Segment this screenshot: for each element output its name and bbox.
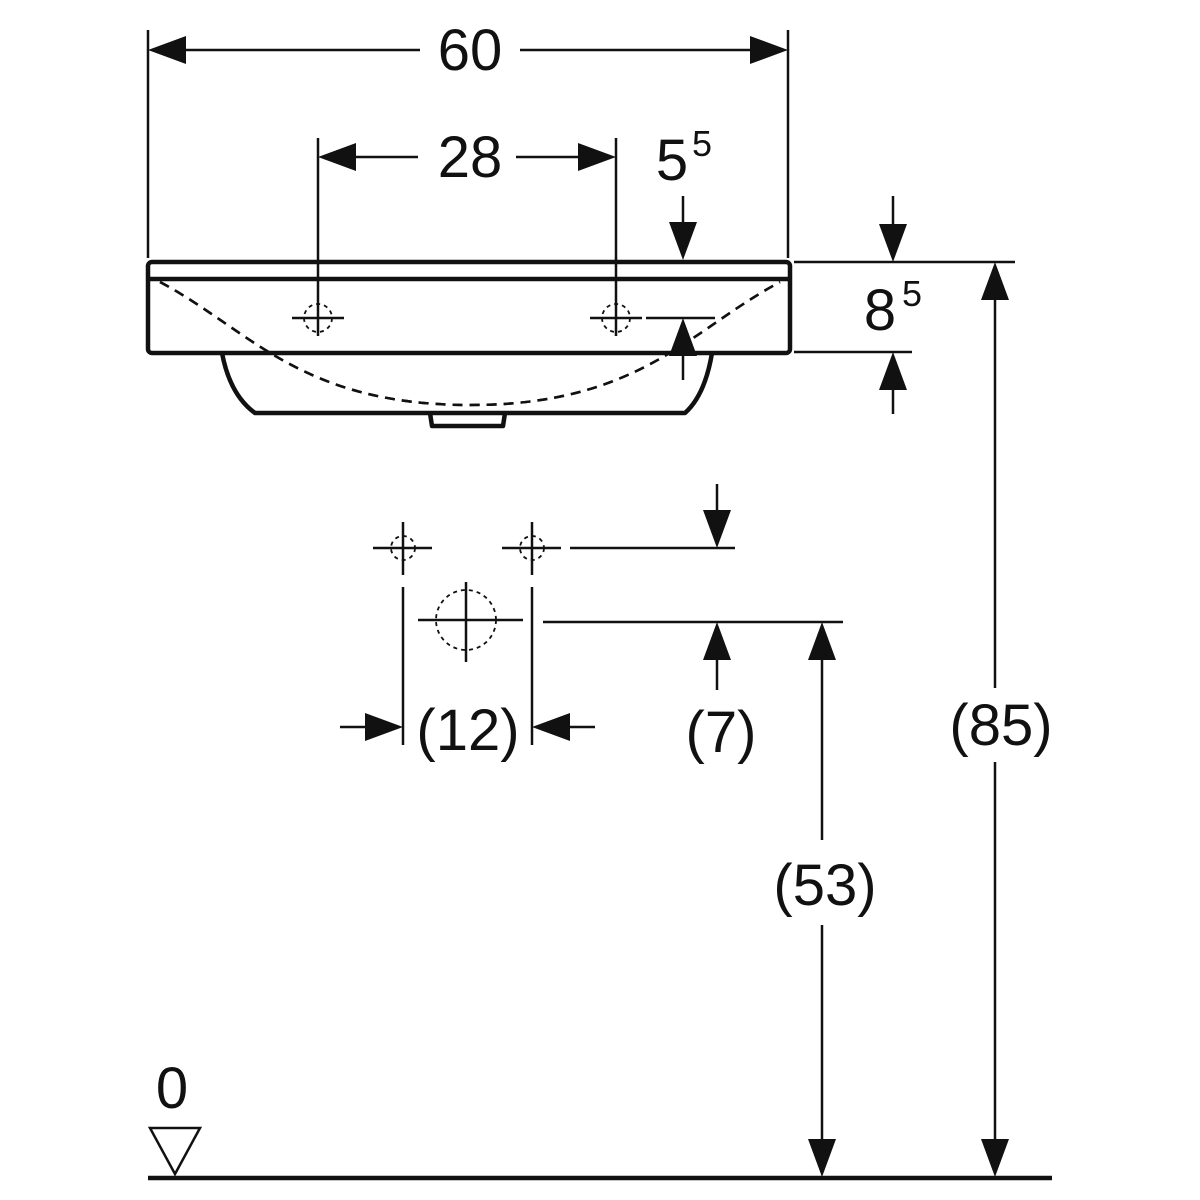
label-tap-offset-sup: 5 bbox=[692, 123, 712, 164]
dimension-supply-spacing: (12) bbox=[340, 587, 595, 763]
tap-hole-left bbox=[292, 300, 344, 336]
label-total-height: (85) bbox=[949, 693, 1052, 758]
dimension-tap-offset: 5 5 bbox=[646, 123, 715, 380]
dimension-tap-spacing: 28 bbox=[316, 125, 618, 300]
dimension-drain-height: (53) bbox=[773, 622, 877, 1177]
arrowhead-left bbox=[148, 36, 186, 64]
label-overall-width: 60 bbox=[438, 18, 503, 83]
washbasin-front-view bbox=[145, 259, 793, 429]
dimension-total-height: (85) bbox=[949, 262, 1053, 1177]
label-rim-height: 8 bbox=[864, 278, 896, 343]
drain-connection: (7) bbox=[418, 582, 843, 765]
label-tap-spacing: 28 bbox=[438, 125, 503, 190]
label-drain-height: (53) bbox=[773, 853, 876, 918]
label-rim-height-sup: 5 bbox=[902, 273, 922, 314]
label-floor-level: 0 bbox=[156, 1056, 188, 1121]
supply-connections bbox=[373, 484, 735, 575]
dimension-overall-width: 60 bbox=[146, 18, 790, 258]
label-tap-offset: 5 bbox=[656, 128, 688, 193]
dimension-rim-height: 8 5 bbox=[794, 196, 1015, 414]
arrowhead-right bbox=[750, 36, 788, 64]
tap-hole-right bbox=[590, 300, 642, 336]
label-supply-spacing: (12) bbox=[416, 698, 519, 763]
level-triangle-icon bbox=[147, 1126, 203, 1177]
floor-level: 0 bbox=[147, 1056, 1052, 1181]
label-supply-offset: (7) bbox=[686, 700, 757, 765]
